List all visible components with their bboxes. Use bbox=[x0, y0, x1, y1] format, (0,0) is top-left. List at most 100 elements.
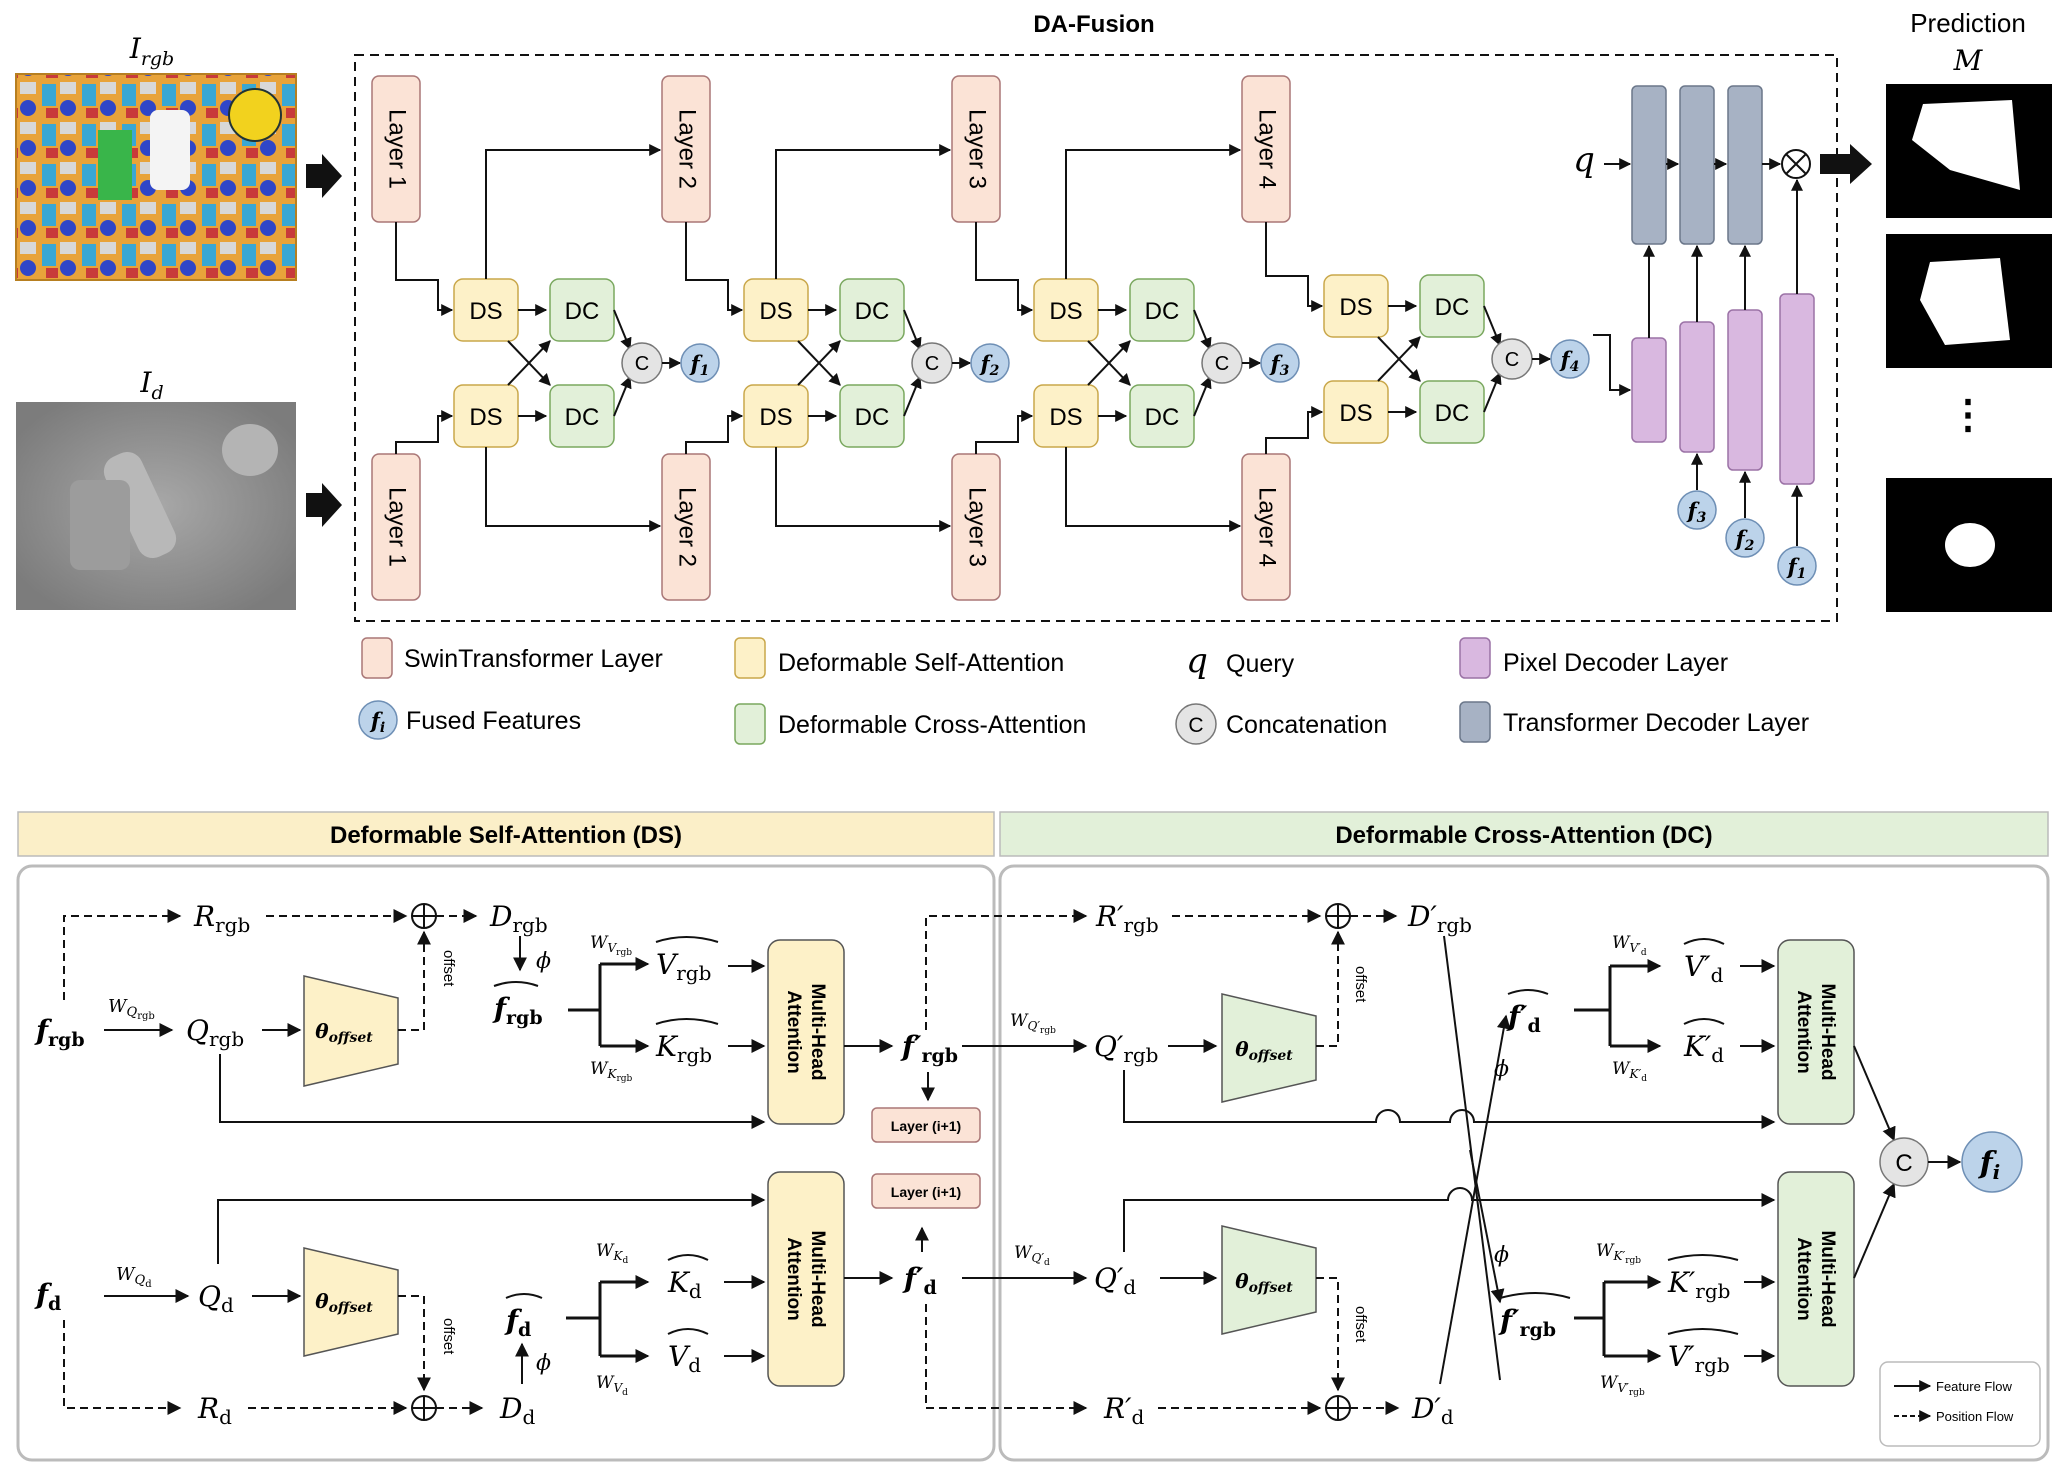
swin-layer-bottom-2-label: Layer 2 bbox=[674, 487, 701, 567]
dc-offset-network-top bbox=[1221, 993, 1317, 1103]
dc-w-v-rgb: WV′rgb bbox=[1600, 1373, 1645, 1398]
next-layer-top-label: Layer (i+1) bbox=[891, 1118, 961, 1134]
dc-output-fused bbox=[1961, 1131, 2023, 1193]
dc-title: Deformable Cross-Attention (DC) bbox=[1335, 822, 1712, 849]
stage-4-ds-bottom-label: DS bbox=[1339, 400, 1372, 427]
depth-cylinder-shape bbox=[103, 451, 177, 559]
next-layer-top bbox=[871, 1107, 981, 1143]
stage-2-to-next-bottom bbox=[775, 447, 952, 532]
swin-layers-bottom: Layer 1 Layer 2 Layer 3 Layer 4 bbox=[371, 453, 1291, 601]
ds-v-d: Vd bbox=[668, 1340, 701, 1377]
stage-2-fused-icon bbox=[970, 343, 1010, 383]
stage-3-dc-bottom-to-concat bbox=[1193, 375, 1212, 417]
dc-cross-line-a-head bbox=[1469, 1149, 1505, 1304]
prediction-ellipsis: ⋮ bbox=[1948, 393, 1988, 437]
legend: SwinTransformer Layer Deformable Self-At… bbox=[358, 637, 1809, 745]
dc-k-d: K′d bbox=[1683, 1030, 1724, 1067]
dc-mha-bottom-label: Multi-HeadAttention bbox=[1793, 1230, 1838, 1327]
transformer-decoder-layer-2 bbox=[1679, 85, 1715, 245]
swin-layer-bottom-1-label: Layer 1 bbox=[384, 487, 411, 567]
legend-fused-icon bbox=[358, 700, 398, 740]
stage-1-fused-icon bbox=[680, 343, 720, 383]
bottle-shape bbox=[150, 110, 190, 190]
legend-swin-label: SwinTransformer Layer bbox=[404, 645, 663, 673]
transformer-decoder-layer-3 bbox=[1727, 85, 1763, 245]
ds-panel bbox=[16, 864, 996, 1462]
ds-theta-bottom: θoffset bbox=[315, 1289, 373, 1316]
ds-offset-label-top: offset bbox=[440, 950, 457, 987]
stage-1-concat-label: C bbox=[635, 353, 649, 375]
stage-4-ds-top-label: DS bbox=[1339, 294, 1372, 321]
dc-tilde-vd bbox=[1683, 938, 1725, 945]
ds-diagram: frgb WQrgb Qrgb Rrgb Drgb θoffset offset… bbox=[34, 900, 1088, 1429]
next-layer-bottom bbox=[871, 1173, 981, 1209]
dc-tilde-kd bbox=[1683, 1018, 1725, 1025]
dc-q-d: Q′d bbox=[1094, 1262, 1136, 1299]
legend-pixel-swatch bbox=[1459, 637, 1491, 679]
flow-legend-box bbox=[1879, 1361, 2041, 1447]
stage-3-fused-sub: 3 bbox=[1280, 363, 1290, 379]
stage-3-to-next-bottom bbox=[1065, 447, 1242, 532]
dc-theta-bottom: θoffset bbox=[1235, 1269, 1293, 1296]
decoder: q f3 f2 f1 bbox=[1573, 85, 1817, 586]
ds-q-d: Qd bbox=[198, 1280, 234, 1317]
dc-split-top bbox=[1574, 964, 1658, 1048]
prediction-arrow bbox=[1820, 144, 1872, 184]
dc-cross-line-b bbox=[1439, 1014, 1511, 1385]
dc-qrgb-to-mha bbox=[1123, 1070, 1776, 1129]
dc-concat-symbol: C bbox=[1895, 1150, 1912, 1177]
legend-concat-label: Concatenation bbox=[1226, 711, 1387, 739]
ds-qrgb-to-mha bbox=[219, 1054, 766, 1129]
swin-layer-top-3-label: Layer 3 bbox=[964, 109, 991, 189]
dc-q-rgb: Q′rgb bbox=[1094, 1030, 1158, 1067]
prediction: Prediction M ⋮ bbox=[1820, 8, 2052, 612]
dc-offset-label-top: offset bbox=[1352, 966, 1369, 1003]
dc-v-rgb: V′rgb bbox=[1668, 1340, 1730, 1377]
ds-split-top bbox=[568, 962, 646, 1048]
dc-offset-arrow-bottom bbox=[1316, 1277, 1345, 1392]
ds-k-rgb: Krgb bbox=[655, 1030, 712, 1067]
stage-3-fused-icon bbox=[1260, 343, 1300, 383]
swin-layer-top-2-label: Layer 2 bbox=[674, 109, 701, 189]
dc-ftilde-rgb: f′rgb bbox=[1498, 1304, 1556, 1341]
ds-k-d: Kd bbox=[667, 1266, 702, 1303]
ds-offset-network-top bbox=[303, 975, 399, 1087]
stage-3-dc-bottom-label: DC bbox=[1145, 404, 1180, 431]
stage-1-fused-sub: 1 bbox=[700, 363, 710, 379]
depth-box-shape bbox=[70, 480, 130, 570]
ds-r-d: Rd bbox=[197, 1392, 232, 1429]
swin-layer-bottom-3-label: Layer 3 bbox=[964, 487, 991, 567]
legend-swin-swatch bbox=[361, 637, 393, 679]
stage-2-dc-top-label: DC bbox=[855, 298, 890, 325]
stage-2-dc-bottom-label: DC bbox=[855, 404, 890, 431]
dc-d-rgb: D′rgb bbox=[1407, 900, 1472, 937]
stage-3-dc-top-to-concat bbox=[1193, 309, 1212, 351]
dc-tilde-frgb bbox=[1499, 1292, 1571, 1299]
pixel-decoder-layer-1 bbox=[1631, 337, 1667, 443]
dc-mha-top bbox=[1777, 939, 1855, 1125]
legend-dca-label: Deformable Cross-Attention bbox=[778, 711, 1086, 739]
stage-2-cross-b bbox=[797, 340, 841, 386]
legend-dsa-swatch bbox=[734, 637, 766, 679]
input-rgb-label: Irgb bbox=[129, 32, 174, 70]
depth-input-arrow bbox=[306, 483, 342, 527]
ds-fprime-rgb: f′rgb bbox=[900, 1030, 958, 1067]
ds-mha-bottom bbox=[767, 1171, 845, 1387]
dc-qd-to-mha bbox=[1123, 1187, 1776, 1252]
stage-1-bottom-in bbox=[395, 410, 454, 454]
stage-1-to-next-bottom bbox=[485, 447, 662, 532]
decoder-fused-f3 bbox=[1677, 490, 1717, 530]
ds-phi-top: ϕ bbox=[536, 949, 551, 974]
stage-3-ds-top-label: DS bbox=[1049, 298, 1082, 325]
swin-layers-top: Layer 1 Layer 2 Layer 3 Layer 4 bbox=[371, 75, 1291, 223]
stage-4-dc-top-label: DC bbox=[1435, 294, 1470, 321]
dc-mha-bottom-to-concat bbox=[1853, 1182, 1896, 1279]
ds-d-rgb: Drgb bbox=[489, 900, 548, 937]
stage-1-top-in bbox=[395, 222, 454, 316]
dc-w-q-d: WQ′d bbox=[1014, 1243, 1050, 1268]
stage-4-top-in bbox=[1265, 222, 1324, 312]
decoder-fused-f1 bbox=[1777, 546, 1817, 586]
input-depth-group: Id bbox=[16, 366, 296, 610]
